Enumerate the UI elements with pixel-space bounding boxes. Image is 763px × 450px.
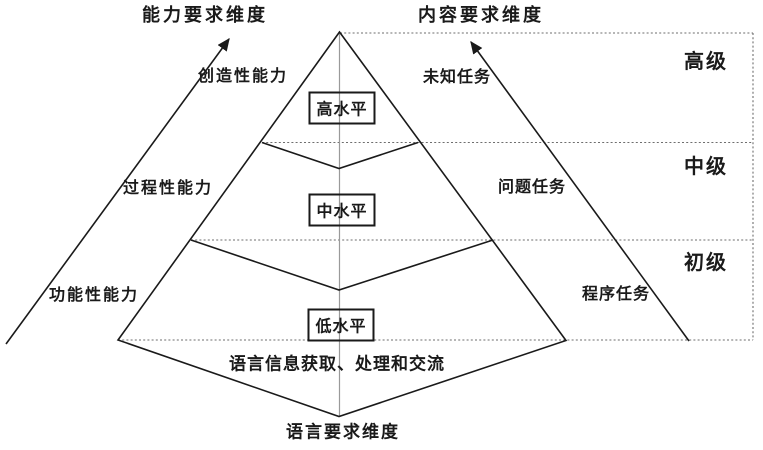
language-axis-label: 语言要求维度 (286, 422, 400, 443)
level-divider-1 (261, 141, 419, 170)
problem-task-label: 问题任务 (497, 177, 567, 197)
dotted-grade-lines (118, 32, 754, 341)
process-ability-label: 过程性能力 (122, 178, 214, 198)
functional-ability-label: 功能性能力 (48, 285, 140, 305)
ability-axis-label: 能力要求维度 (142, 5, 268, 27)
level-mid-box: 中水平 (308, 193, 376, 227)
creative-ability-label: 创造性能力 (197, 66, 289, 86)
grade-elementary-label: 初级 (684, 250, 728, 274)
content-axis-label: 内容要求维度 (418, 5, 544, 27)
base-band-label: 语言信息获取、处理和交流 (229, 354, 445, 375)
content-axis-arrow (470, 40, 690, 342)
level-high-box: 高水平 (308, 91, 376, 125)
grade-intermediate-label: 中级 (684, 154, 728, 178)
grade-advanced-label: 高级 (684, 49, 728, 73)
unknown-task-label: 未知任务 (422, 67, 492, 87)
ability-axis-arrow (5, 37, 230, 345)
procedure-task-label: 程序任务 (581, 284, 651, 304)
pyramid-outline (116, 30, 568, 418)
level-low-box: 低水平 (307, 308, 375, 342)
level-divider-2 (190, 239, 494, 291)
